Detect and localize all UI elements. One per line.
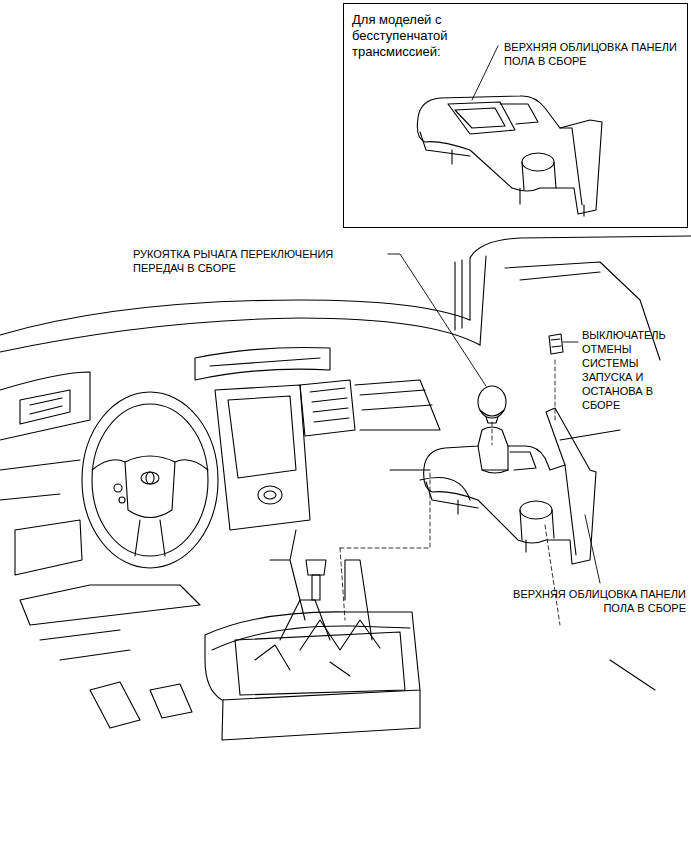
part-name: ВЫКЛЮЧАТЕЛЬ ОТМЕНЫ СИСТЕМЫ ЗАПУСКА И ОСТ… [582,328,686,412]
dashboard-figure [0,236,691,728]
inset-heading: Для моделей с бесступенчатой трансмиссие… [352,12,464,60]
console-figure [205,530,420,740]
cancel-switch [549,334,578,354]
inset-box: Для моделей с бесступенчатой трансмиссие… [343,3,688,228]
shift-knob [388,254,506,423]
floor-bezel [424,408,600,583]
part-name: ВЕРХНЯЯ ОБЛИЦОВКА ПАНЕЛИ ПОЛА В СБОРЕ [504,40,682,68]
part-name: ВЕРХНЯЯ ОБЛИЦОВКА ПАНЕЛИ ПОЛА В СБОРЕ [512,587,686,615]
steering-wheel [82,392,218,568]
cvt-bezel-figure [417,46,602,216]
part-name: РУКОЯТКА РЫЧАГА ПЕРЕКЛЮЧЕНИЯ ПЕРЕДАЧ В С… [133,247,385,275]
